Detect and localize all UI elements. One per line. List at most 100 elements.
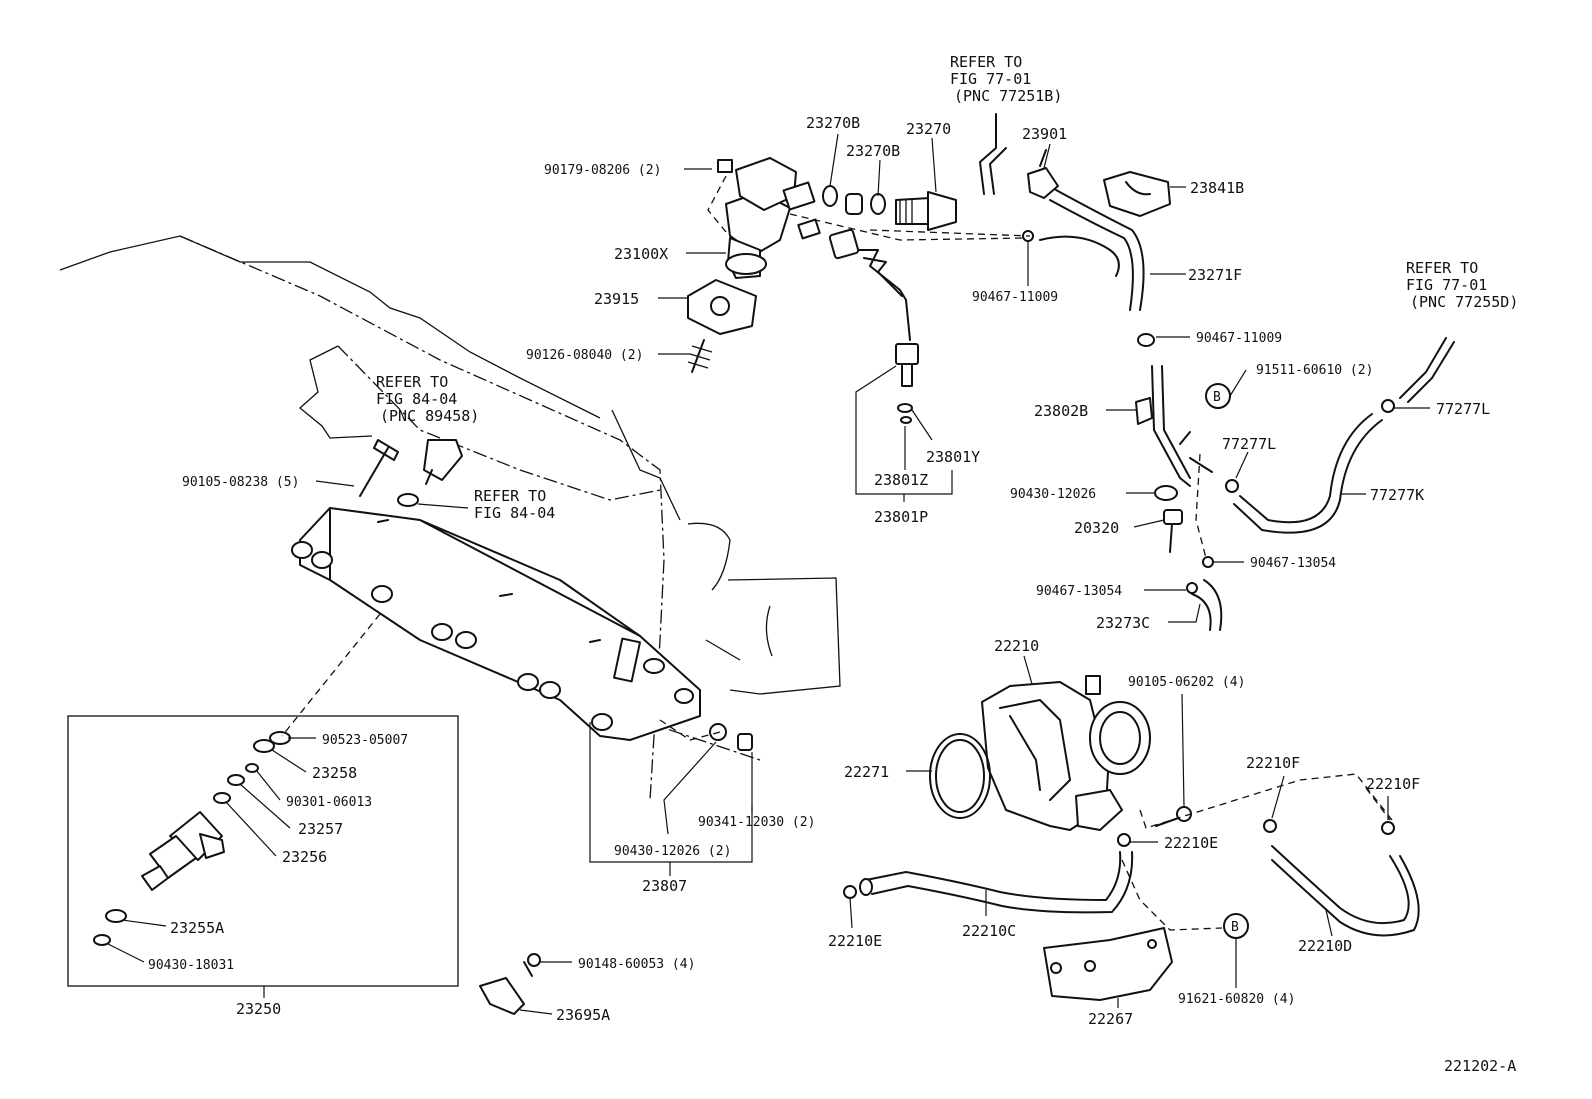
svg-text:REFER TO: REFER TO bbox=[474, 487, 546, 505]
hose-22210C bbox=[859, 851, 1134, 914]
callout-23257: 23257 bbox=[298, 820, 343, 838]
clamp-23841B bbox=[1103, 171, 1171, 217]
callout-23801Z: 23801Z bbox=[874, 471, 928, 489]
rail-end-fittings bbox=[709, 723, 753, 751]
callout-90467-13054-a: 90467-13054 bbox=[1250, 556, 1336, 571]
callout-22210F-b: 22210F bbox=[1366, 775, 1420, 793]
refer-note-rail: REFER TO FIG 84-04 bbox=[474, 487, 555, 522]
rail-bolt bbox=[359, 439, 399, 497]
callout-23807: 23807 bbox=[642, 877, 687, 895]
bolt-90105-06202 bbox=[1155, 806, 1192, 827]
hose-77277K bbox=[1233, 337, 1455, 534]
callout-23100X: 23100X bbox=[614, 245, 668, 263]
callout-90467-11009-b: 90467-11009 bbox=[1196, 331, 1282, 346]
callout-91621: 91621-60820 (4) bbox=[1178, 992, 1295, 1007]
callout-90523: 90523-05007 bbox=[322, 733, 408, 748]
svg-text:REFER TO: REFER TO bbox=[376, 373, 448, 391]
callout-77277K: 77277K bbox=[1370, 486, 1424, 504]
callout-23273C: 23273C bbox=[1096, 614, 1150, 632]
callout-22271: 22271 bbox=[844, 763, 889, 781]
rail-gasket bbox=[397, 493, 419, 507]
pump-stud bbox=[687, 339, 713, 373]
part-callouts: 23270B 23270 23270B 23901 23841B 90179-0… bbox=[148, 114, 1490, 1028]
union-20320 bbox=[1163, 509, 1183, 553]
fuel-delivery-pipe bbox=[291, 507, 701, 741]
callout-90105-08238: 90105-08238 (5) bbox=[182, 475, 299, 490]
callout-23258: 23258 bbox=[312, 764, 357, 782]
callout-23841B: 23841B bbox=[1190, 179, 1244, 197]
bracket-22267 bbox=[1043, 927, 1173, 1001]
callout-22210C: 22210C bbox=[962, 922, 1016, 940]
callout-90467-13054-b: 90467-13054 bbox=[1036, 584, 1122, 599]
injector-23250 bbox=[141, 811, 225, 891]
diagram-id: 221202-A bbox=[1444, 1057, 1516, 1075]
refer-note-top: REFER TO FIG 77-01 (PNC 77251B) bbox=[950, 53, 1062, 105]
svg-text:(PNC 89458): (PNC 89458) bbox=[380, 407, 479, 425]
callout-90148: 90148-60053 (4) bbox=[578, 957, 695, 972]
callout-23270: 23270 bbox=[906, 120, 951, 138]
callout-90126: 90126-08040 (2) bbox=[526, 348, 643, 363]
callout-23801Y: 23801Y bbox=[926, 448, 980, 466]
svg-text:FIG 77-01: FIG 77-01 bbox=[1406, 276, 1487, 294]
callout-23801P: 23801P bbox=[874, 508, 928, 526]
callout-23915: 23915 bbox=[594, 290, 639, 308]
leader-lines bbox=[107, 133, 1430, 1015]
svg-text:FIG 84-04: FIG 84-04 bbox=[474, 504, 555, 522]
svg-text:REFER TO: REFER TO bbox=[950, 53, 1022, 71]
pipe-23802B bbox=[1135, 365, 1213, 487]
pump-o-ring-23915 bbox=[687, 279, 757, 335]
fuel-pressure-sensor bbox=[423, 439, 463, 485]
refer-note-right: REFER TO FIG 77-01 (PNC 77255D) bbox=[1406, 259, 1518, 311]
callout-90430-18031: 90430-18031 bbox=[148, 958, 234, 973]
pump-nut bbox=[717, 159, 733, 173]
marker-b-1: B bbox=[1213, 390, 1221, 405]
svg-text:(PNC 77255D): (PNC 77255D) bbox=[1410, 293, 1518, 311]
callout-23802B: 23802B bbox=[1034, 402, 1088, 420]
callout-23271F: 23271F bbox=[1188, 266, 1242, 284]
fuel-pipe-23801 bbox=[828, 228, 919, 387]
hose-clamp-90467-13054 bbox=[1186, 556, 1214, 594]
vsv-23901 bbox=[1027, 149, 1059, 199]
callout-90430-12026-a: 90430-12026 bbox=[1010, 487, 1096, 502]
callout-23695A: 23695A bbox=[556, 1006, 610, 1024]
hose-22210D bbox=[1271, 845, 1420, 937]
refer-note-sensor: REFER TO FIG 84-04 (PNC 89458) bbox=[376, 373, 479, 425]
svg-text:FIG 84-04: FIG 84-04 bbox=[376, 390, 457, 408]
callout-90341: 90341-12030 (2) bbox=[698, 815, 815, 830]
gasket-22271 bbox=[929, 733, 991, 819]
callout-23270B-b: 23270B bbox=[846, 142, 900, 160]
svg-text:(PNC 77251B): (PNC 77251B) bbox=[954, 87, 1062, 105]
svg-text:FIG 77-01: FIG 77-01 bbox=[950, 70, 1031, 88]
callout-22210F-a: 22210F bbox=[1246, 754, 1300, 772]
callout-20320: 20320 bbox=[1074, 519, 1119, 537]
callout-91511: 91511-60610 (2) bbox=[1256, 363, 1373, 378]
gaskets-23801 bbox=[897, 403, 913, 424]
callout-22210: 22210 bbox=[994, 637, 1039, 655]
injector-assembly-box bbox=[67, 715, 459, 987]
callout-90179: 90179-08206 (2) bbox=[544, 163, 661, 178]
callout-90105-06202: 90105-06202 (4) bbox=[1128, 675, 1245, 690]
pressure-regulator-23270 bbox=[845, 191, 957, 231]
injector-rings bbox=[93, 731, 291, 946]
callout-23901: 23901 bbox=[1022, 125, 1067, 143]
callout-23255A: 23255A bbox=[170, 919, 224, 937]
fuel-pump bbox=[725, 157, 821, 279]
callout-22210E-b: 22210E bbox=[828, 932, 882, 950]
callout-90467-11009-a: 90467-11009 bbox=[972, 290, 1058, 305]
svg-text:REFER TO: REFER TO bbox=[1406, 259, 1478, 277]
dashed-connections bbox=[281, 175, 1393, 931]
vapor-hose-refer bbox=[979, 113, 1007, 195]
hose-23271F bbox=[1039, 189, 1145, 311]
hose-clamp-90467-11009 bbox=[1022, 230, 1155, 347]
callout-90430-12026-b: 90430-12026 (2) bbox=[614, 844, 731, 859]
callout-77277L-b: 77277L bbox=[1222, 435, 1276, 453]
callout-22267: 22267 bbox=[1088, 1010, 1133, 1028]
callout-22210D: 22210D bbox=[1298, 937, 1352, 955]
callout-90301: 90301-06013 bbox=[286, 795, 372, 810]
marker-b-2: B bbox=[1231, 920, 1239, 935]
callout-22210E-a: 22210E bbox=[1164, 834, 1218, 852]
callout-23250: 23250 bbox=[236, 1000, 281, 1018]
hose-23273C bbox=[1191, 579, 1223, 631]
insulator-23695A bbox=[479, 953, 541, 1015]
